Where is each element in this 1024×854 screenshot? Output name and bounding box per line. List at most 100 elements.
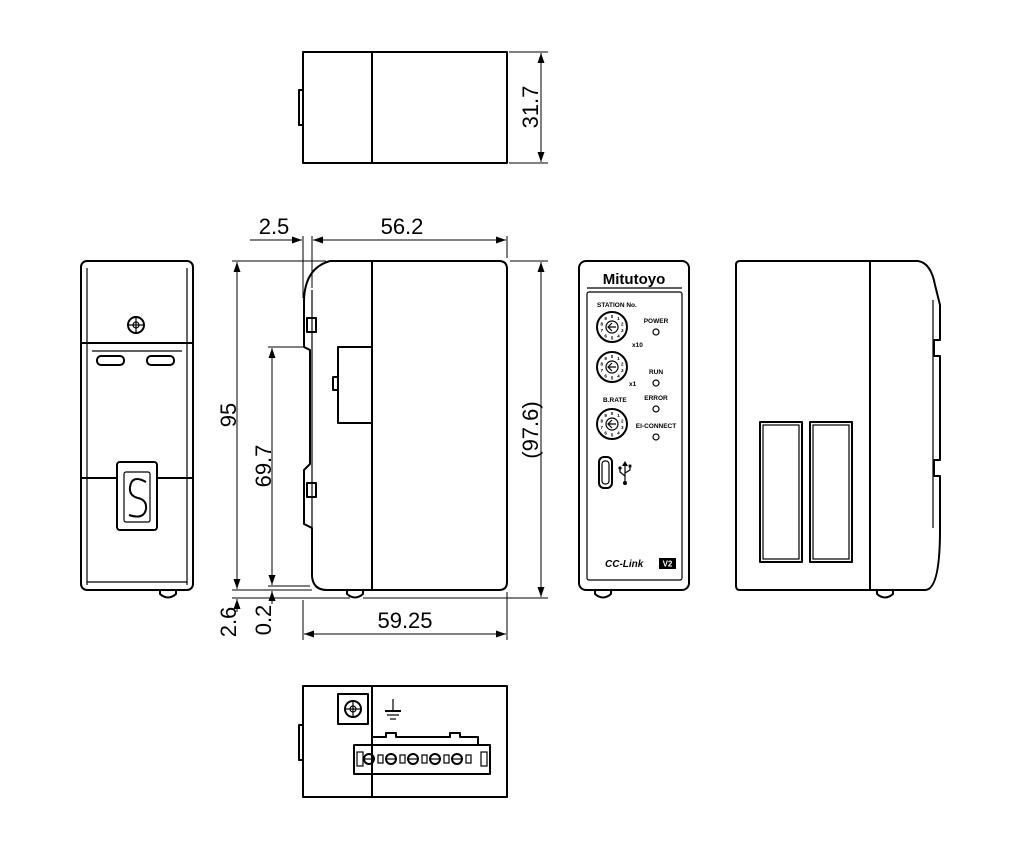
power-label: POWER: [644, 318, 669, 325]
network-version: V2: [663, 560, 673, 569]
din-offset-dimension-label: 2.5: [259, 214, 290, 239]
top-view-outline: [302, 51, 508, 164]
left-side-outline: [80, 260, 194, 591]
terminal-screw-2: [377, 753, 397, 765]
dial-digit: 8: [600, 321, 603, 326]
latch-tab: [332, 376, 339, 391]
dial-digit: 5: [611, 335, 614, 340]
left-side-slot: [96, 355, 125, 366]
dial-digit: 1: [617, 413, 620, 418]
tens-label: x10: [632, 342, 643, 349]
error-label: ERROR: [644, 395, 668, 402]
run-label: RUN: [649, 369, 663, 376]
dial-digit: 4: [617, 333, 620, 338]
dial-digit: 2: [621, 361, 624, 366]
foot-height-dimension-label: 2.6: [216, 607, 241, 638]
dial-digit: 2: [621, 418, 624, 423]
right-side-view: [735, 260, 941, 599]
body-width-dimension-label: 56.2: [381, 214, 424, 239]
right-side-window-left: [759, 421, 803, 563]
dial-digit: 1: [617, 356, 620, 361]
main-view: 2.5 56.2 95 69.7 2.6 0.2 59.25 (97.6): [216, 214, 548, 640]
ones-label: x1: [629, 381, 637, 388]
right-side-foot: [876, 590, 894, 599]
right-side-outline: [735, 260, 941, 591]
network-logo: CC-Link V2: [605, 558, 676, 570]
dial-digit: 6: [604, 430, 607, 435]
main-view-outline: [303, 260, 508, 591]
ground-icon: [385, 699, 401, 720]
dial-digit: 4: [617, 373, 620, 378]
connect-label: EI-CONNECT: [636, 423, 676, 430]
height-dimension-label: 95: [216, 403, 241, 427]
dial-digit: 7: [600, 368, 603, 373]
usb-port: [598, 456, 613, 489]
dial-digit: 0: [611, 354, 614, 359]
terminal-screw-1: [363, 753, 375, 765]
dial-digit: 0: [611, 314, 614, 319]
brand-logo: Mitutoyo: [603, 271, 665, 288]
dial-digit: 5: [611, 375, 614, 380]
bottom-view-outline: [302, 685, 508, 798]
dial-digit: 4: [617, 430, 620, 435]
front-panel-inner-border: [586, 291, 683, 581]
front-panel-foot: [594, 590, 612, 599]
top-view: 31.7: [298, 51, 548, 164]
bottom-view-rail-tab: [298, 724, 303, 761]
rail-clip-lower: [306, 482, 317, 498]
dial-digit: 6: [604, 373, 607, 378]
screw-icon: [344, 700, 362, 718]
terminal-screw-5: [443, 753, 472, 765]
rail-height-dimension-label: 69.7: [251, 445, 276, 488]
right-side-window-right: [809, 421, 853, 563]
dial-digit: 3: [621, 425, 624, 430]
left-side-slot: [146, 355, 175, 366]
usb-icon: [618, 461, 632, 485]
baud-rate-label: B.RATE: [603, 397, 627, 404]
ground-screw-box: [337, 693, 369, 725]
dial-digit: 7: [600, 425, 603, 430]
dial-digit: 9: [604, 413, 607, 418]
dial-digit: 3: [621, 328, 624, 333]
din-clip: [116, 461, 158, 531]
station-label: STATION No.: [597, 302, 637, 309]
main-view-foot: [346, 590, 364, 599]
dial-digit: 5: [611, 432, 614, 437]
overall-width-dimension-label: 59.25: [377, 608, 432, 633]
left-side-foot: [159, 590, 177, 599]
dial-digit: 3: [621, 368, 624, 373]
overall-height-dimension-label: (97.6): [518, 401, 543, 458]
power-led: [652, 328, 660, 336]
run-led: [652, 379, 660, 387]
dial-digit: 2: [621, 321, 624, 326]
front-panel-outline: [578, 260, 690, 591]
dial-digit: 0: [611, 411, 614, 416]
left-side-view: [80, 260, 194, 599]
depth-dimension-label: 31.7: [518, 86, 543, 129]
bottom-view: [298, 685, 508, 798]
terminal-screw-4: [421, 753, 441, 765]
network-logo-text: CC-Link: [605, 559, 644, 570]
dial-digit: 9: [604, 356, 607, 361]
screw-icon: [127, 316, 145, 334]
error-led: [652, 405, 660, 413]
terminal-block: [353, 732, 491, 775]
top-view-rail-tab: [298, 89, 303, 126]
dial-digit: 6: [604, 333, 607, 338]
terminal-screw-3: [399, 753, 419, 765]
dial-digit: 9: [604, 316, 607, 321]
rail-clip-upper: [306, 317, 317, 333]
dial-digit: 7: [600, 328, 603, 333]
network-version-box: [659, 558, 676, 569]
foot-offset-dimension-label: 0.2: [251, 605, 276, 636]
dial-digit: 1: [617, 316, 620, 321]
connect-led: [652, 433, 660, 441]
dial-digit: 8: [600, 361, 603, 366]
dial-digit: 8: [600, 418, 603, 423]
